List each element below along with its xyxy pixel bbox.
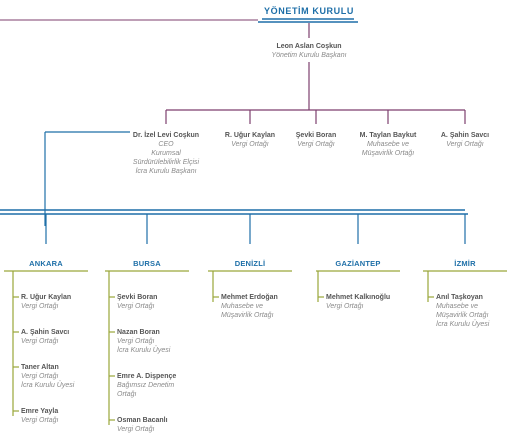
member-role: İcra Kurulu Üyesi xyxy=(21,382,75,389)
member-name: Emre Yayla xyxy=(21,408,59,415)
chair-role: Yönetim Kurulu Başkanı xyxy=(271,52,347,59)
partner-name: R. Uğur Kaylan xyxy=(224,132,276,139)
member-role: Vergi Ortağı xyxy=(326,303,364,310)
member-role: Vergi Ortağı xyxy=(21,338,59,345)
chair-name: Leon Aslan Coşkun xyxy=(276,43,342,50)
member-role: İcra Kurulu Üyesi xyxy=(436,321,490,328)
member-role: Ortağı xyxy=(117,391,137,398)
member-name: Anıl Taşkoyan xyxy=(436,294,483,301)
member-name: R. Uğur Kaylan xyxy=(21,294,72,301)
member-role: Vergi Ortağı xyxy=(117,426,155,433)
partner-name: Şevki Boran xyxy=(295,132,337,139)
office-name: BURSA xyxy=(133,259,161,268)
partner-role: CEO xyxy=(158,141,174,148)
member-name: Mehmet Kalkınoğlu xyxy=(326,294,391,301)
member-role: Vergi Ortağı xyxy=(21,303,59,310)
office-name: DENİZLİ xyxy=(234,259,266,268)
member-name: Taner Altan xyxy=(21,364,59,371)
member-role: Vergi Ortağı xyxy=(21,417,59,424)
member-role: Müşavirlik Ortağı xyxy=(221,312,274,319)
member-role: Muhasebe ve xyxy=(436,303,479,310)
partner-role: Muhasebe ve xyxy=(366,141,410,148)
partner-role: Vergi Ortağı xyxy=(446,141,484,148)
member-name: Şevki Boran xyxy=(117,294,158,301)
member-role: Vergi Ortağı xyxy=(117,303,155,310)
member-role: Vergi Ortağı xyxy=(117,338,155,345)
partner-role: Vergi Ortağı xyxy=(297,141,335,148)
partner-role: Kurumsal xyxy=(151,150,181,157)
partner-role: Sürdürülebilirlik Elçisi xyxy=(132,159,200,166)
partner-role: Müşavirlik Ortağı xyxy=(361,150,415,157)
office-name: İZMİR xyxy=(454,259,476,268)
partner-name: Dr. İzel Levi Coşkun xyxy=(132,132,200,139)
partner-name: A. Şahin Savcı xyxy=(440,132,490,139)
partner-name: M. Taylan Baykut xyxy=(359,132,417,139)
board-title: YÖNETİM KURULU xyxy=(264,6,354,16)
member-name: Mehmet Erdoğan xyxy=(221,294,278,301)
office-name: ANKARA xyxy=(29,259,63,268)
member-name: Osman Bacanlı xyxy=(117,417,168,424)
partner-role: İcra Kurulu Başkanı xyxy=(135,168,197,175)
member-name: Nazan Boran xyxy=(117,329,160,336)
member-role: Müşavirlik Ortağı xyxy=(436,312,489,319)
member-role: Bağımsız Denetim xyxy=(117,382,175,389)
office-name: GAZİANTEP xyxy=(335,259,381,268)
member-role: İcra Kurulu Üyesi xyxy=(117,347,171,354)
partner-role: Vergi Ortağı xyxy=(231,141,269,148)
member-name: Emre A. Dişpençe xyxy=(117,373,177,380)
member-name: A. Şahin Savcı xyxy=(21,329,70,336)
member-role: Vergi Ortağı xyxy=(21,373,59,380)
member-role: Muhasebe ve xyxy=(221,303,264,310)
